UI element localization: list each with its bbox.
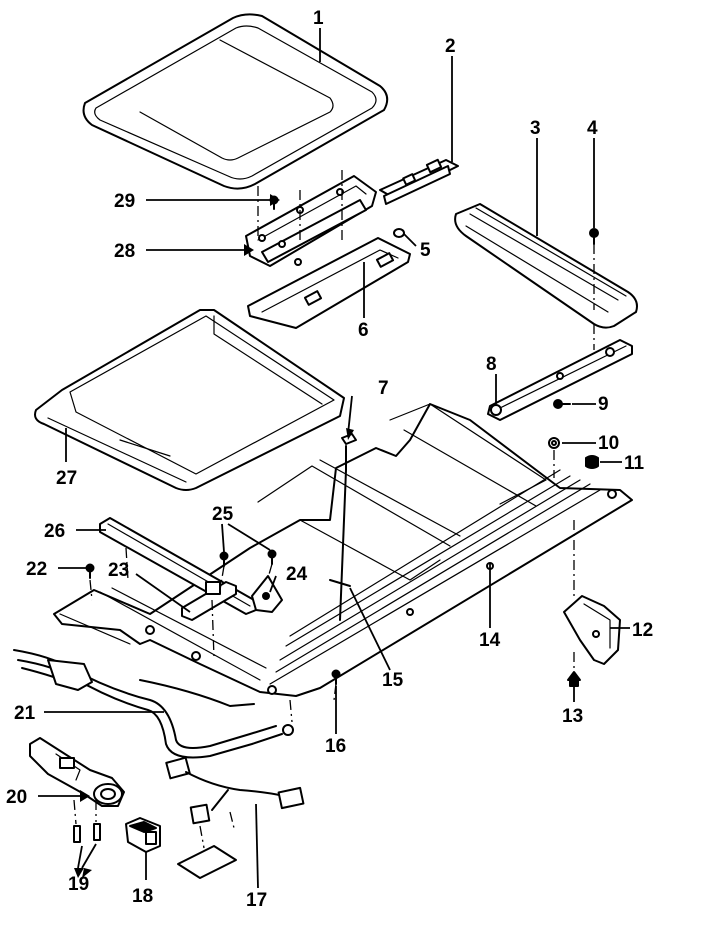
part-19-screws: [73, 823, 101, 843]
part-10-washer: [548, 437, 560, 449]
callout-6: 6: [358, 320, 369, 341]
callout-12: 12: [632, 620, 653, 641]
callout-11: 11: [624, 453, 645, 474]
part-20-motor: [29, 737, 125, 807]
callout-21: 21: [14, 703, 36, 724]
leader-lines: [38, 28, 630, 889]
part-18-switch: [125, 817, 161, 853]
part-1-glass-panel: [82, 13, 389, 190]
part-4-screw: [589, 228, 599, 245]
callout-26: 26: [44, 521, 65, 542]
callout-9: 9: [598, 394, 609, 415]
part-21-drive-cables: [13, 649, 294, 759]
part-17-wire-harness: [165, 756, 305, 879]
callout-25: 25: [212, 504, 234, 525]
part-24-bracket: [251, 575, 283, 613]
callout-4: 4: [587, 118, 598, 139]
callout-10: 10: [598, 433, 619, 454]
callout-22: 22: [26, 559, 47, 580]
callout-18: 18: [132, 886, 153, 907]
part-3-front-rail: [454, 203, 638, 329]
part-8-rear-guide: [487, 339, 633, 421]
part-5-clip: [393, 228, 405, 238]
callout-28: 28: [114, 241, 135, 262]
callout-2: 2: [445, 36, 456, 57]
callout-8: 8: [486, 354, 497, 375]
callout-17: 17: [246, 890, 267, 911]
alignment-lines: [73, 170, 595, 849]
callout-14: 14: [479, 630, 501, 651]
callout-13: 13: [562, 706, 583, 727]
part-22-screw: [85, 563, 95, 579]
part-6-bracket: [247, 237, 411, 329]
callout-27: 27: [56, 468, 77, 489]
callout-29: 29: [114, 191, 135, 212]
leader-arrowheads: [74, 194, 354, 878]
callout-23: 23: [108, 560, 129, 581]
part-25-screws: [219, 549, 277, 567]
part-27-sunshade: [34, 309, 345, 491]
callout-1: 1: [313, 8, 324, 29]
callout-15: 15: [382, 670, 404, 691]
part-13-nut: [567, 671, 581, 687]
callout-labels: 1 2 3 4 5 6 7 8 9 10 11 12 13 14 15 16 1…: [6, 8, 653, 911]
callout-16: 16: [325, 736, 346, 757]
part-28-slider-mechanism: [245, 175, 377, 267]
part-12-bracket: [563, 595, 621, 665]
part-11-nut: [585, 455, 599, 469]
part-2-guide-shoe: [379, 158, 459, 205]
callout-5: 5: [420, 240, 431, 261]
callout-24: 24: [286, 564, 308, 585]
callout-19: 19: [68, 874, 89, 895]
part-9-screw: [553, 399, 571, 409]
callout-7: 7: [378, 378, 389, 399]
callout-20: 20: [6, 787, 27, 808]
callout-3: 3: [530, 118, 541, 139]
part-16-screw: [331, 669, 341, 685]
